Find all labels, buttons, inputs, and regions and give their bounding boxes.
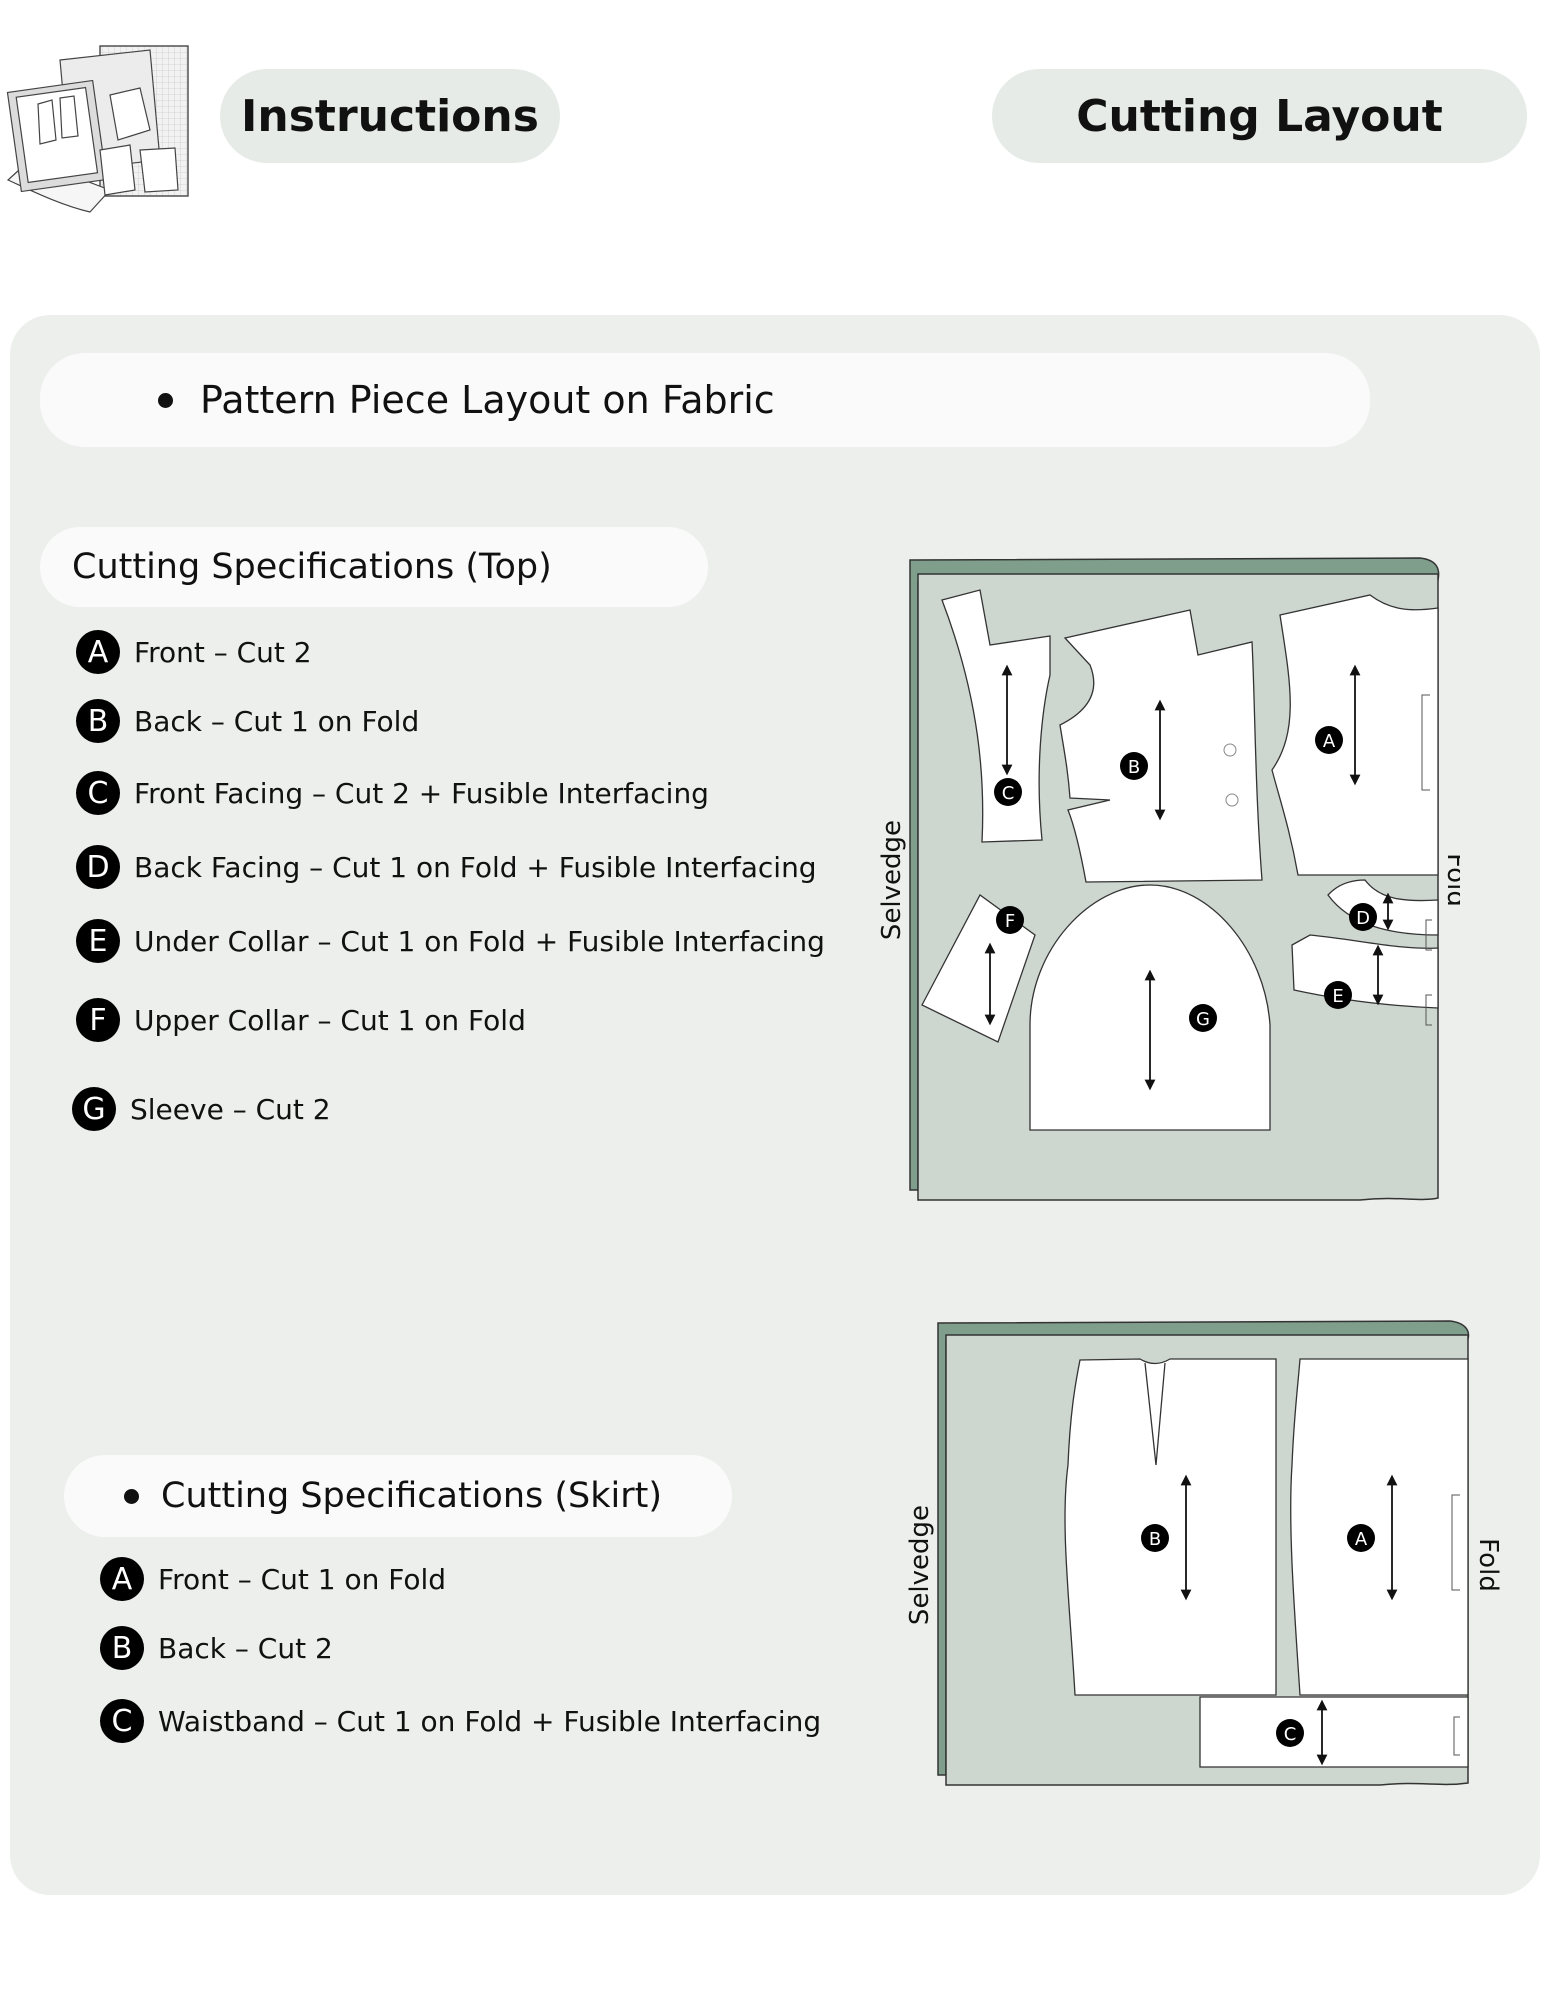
svg-text:F: F [1005,911,1015,932]
selvedge-label: Selvedge [905,1505,935,1625]
top-specs-heading: Cutting Specifications (Top) [40,527,708,607]
list-item: C Waistband – Cut 1 on Fold + Fusible In… [100,1699,821,1743]
letter-badge: G [72,1087,116,1131]
list-item-text: Back Facing – Cut 1 on Fold + Fusible In… [134,850,817,884]
letter-badge: A [76,630,120,674]
letter-badge: C [100,1699,144,1743]
letter-badge: E [76,919,120,963]
skirt-specs-heading: Cutting Specifications (Skirt) [64,1455,732,1537]
diagram-badges: C B A F G D E [994,726,1377,1032]
cutting-layout-tab[interactable]: Cutting Layout [992,69,1527,163]
cutting-layout-panel: Pattern Piece Layout on Fabric Cutting S… [10,315,1540,1895]
list-item: D Back Facing – Cut 1 on Fold + Fusible … [76,845,817,889]
skirt-cutting-diagram: B A C Selvedge Fold [905,1320,1500,1786]
list-item: B Back – Cut 1 on Fold [76,699,419,743]
instructions-tab[interactable]: Instructions [220,69,560,163]
letter-badge: D [76,845,120,889]
svg-text:A: A [1323,731,1336,752]
svg-text:C: C [1002,783,1015,804]
list-item-text: Upper Collar – Cut 1 on Fold [134,1003,526,1037]
letter-badge: B [100,1626,144,1670]
instructions-label: Instructions [241,90,539,142]
list-item-text: Back – Cut 1 on Fold [134,704,420,738]
letter-badge: A [100,1557,144,1601]
list-item: F Upper Collar – Cut 1 on Fold [76,998,526,1042]
selvedge-label: Selvedge [877,820,907,940]
top-cutting-diagram: C B A F G D E Selvedge Fold [877,557,1460,1201]
list-item-text: Waistband – Cut 1 on Fold + Fusible Inte… [158,1704,822,1738]
list-item: C Front Facing – Cut 2 + Fusible Interfa… [76,771,709,815]
list-item: A Front – Cut 2 [76,630,312,674]
fold-label: Fold [1473,1538,1500,1592]
list-item: B Back – Cut 2 [100,1626,333,1670]
pattern-layout-title: Pattern Piece Layout on Fabric [200,378,775,422]
pattern-piece-b [1064,1358,1277,1696]
list-item-text: Sleeve – Cut 2 [130,1092,331,1126]
list-item-text: Front – Cut 1 on Fold [158,1562,447,1596]
list-item: A Front – Cut 1 on Fold [100,1557,446,1601]
list-item: E Under Collar – Cut 1 on Fold + Fusible… [76,919,825,963]
bullet-icon [124,1488,139,1504]
svg-text:B: B [1128,757,1140,778]
fold-label: Fold [1441,853,1460,907]
list-item: G Sleeve – Cut 2 [72,1087,331,1131]
diagram-badges: B A C [1141,1524,1375,1747]
top-specs-title: Cutting Specifications (Top) [72,547,552,587]
pattern-piece-c [941,589,1051,843]
list-item-text: Front Facing – Cut 2 + Fusible Interfaci… [134,776,709,810]
svg-text:E: E [1332,986,1343,1007]
letter-badge: B [76,699,120,743]
list-item-text: Under Collar – Cut 1 on Fold + Fusible I… [134,924,825,958]
list-item-text: Back – Cut 2 [158,1631,333,1665]
cutting-layout-label: Cutting Layout [1076,90,1443,142]
pattern-piece-c [1199,1696,1469,1768]
svg-text:C: C [1284,1724,1297,1745]
svg-text:G: G [1196,1009,1210,1030]
svg-text:A: A [1355,1529,1368,1550]
svg-text:B: B [1149,1529,1161,1550]
pattern-layout-heading: Pattern Piece Layout on Fabric [40,353,1370,447]
pattern-piece-a [1290,1358,1469,1696]
pattern-sheets-logo-icon [6,45,189,213]
bullet-icon [158,393,173,408]
letter-badge: C [76,771,120,815]
list-item-text: Front – Cut 2 [134,635,312,669]
skirt-dart [1144,1362,1166,1466]
pattern-piece-b [1059,609,1263,883]
svg-text:D: D [1356,908,1370,929]
letter-badge: F [76,998,120,1042]
skirt-specs-title: Cutting Specifications (Skirt) [161,1476,663,1516]
